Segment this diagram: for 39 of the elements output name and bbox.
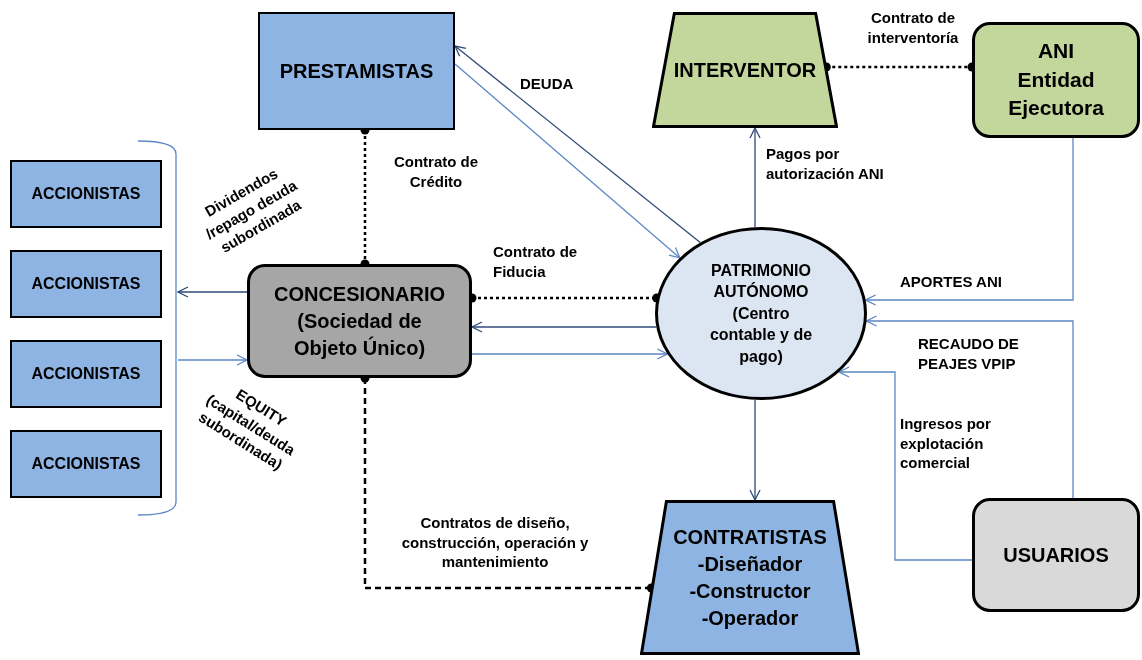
shareholder-box bbox=[10, 160, 162, 228]
arrow bbox=[454, 63, 681, 259]
arrow bbox=[749, 127, 761, 228]
node-text: -Operador bbox=[701, 605, 799, 631]
lender-box bbox=[258, 12, 455, 130]
arrow bbox=[865, 315, 1074, 499]
users-box bbox=[972, 498, 1140, 612]
shareholder-box bbox=[10, 250, 162, 318]
node-text: PRESTAMISTAS bbox=[279, 58, 434, 84]
node-text: ACCIONISTAS bbox=[31, 364, 141, 385]
node-text: Entidad Ejecutora bbox=[1007, 66, 1105, 122]
arrow bbox=[865, 137, 1074, 306]
node-text: USUARIOS bbox=[1003, 542, 1109, 568]
node-text: -Diseñador bbox=[697, 551, 803, 577]
concessionaire-box bbox=[247, 264, 472, 378]
node-text: INTERVENTOR bbox=[673, 57, 817, 83]
node-text: PATRIMONIO AUTÓNOMO bbox=[710, 260, 812, 303]
trapezoid-box bbox=[640, 500, 860, 655]
arrow bbox=[177, 354, 248, 366]
arrow bbox=[838, 366, 973, 561]
node-text: CONTRATISTAS bbox=[673, 524, 827, 550]
node-text: -Constructor bbox=[689, 578, 811, 604]
node-text: (Centro contable y de pago) bbox=[708, 303, 814, 367]
node-text: ANI bbox=[1037, 38, 1075, 65]
node-text: ACCIONISTAS bbox=[31, 274, 141, 295]
bracket bbox=[138, 140, 178, 516]
arrow bbox=[471, 348, 668, 360]
shareholder-box bbox=[10, 430, 162, 498]
trapezoid-box bbox=[652, 12, 838, 128]
arrow bbox=[454, 45, 701, 244]
arrow bbox=[177, 286, 248, 298]
node-text: ACCIONISTAS bbox=[31, 454, 141, 475]
node-text: CONCESIONARIO bbox=[273, 281, 446, 307]
shareholder-box bbox=[10, 340, 162, 408]
agency-box bbox=[972, 22, 1140, 138]
arrow bbox=[471, 321, 657, 333]
arrow bbox=[749, 399, 761, 501]
node-text: ACCIONISTAS bbox=[31, 184, 141, 205]
node-text: (Sociedad de Objeto Único) bbox=[292, 308, 427, 361]
